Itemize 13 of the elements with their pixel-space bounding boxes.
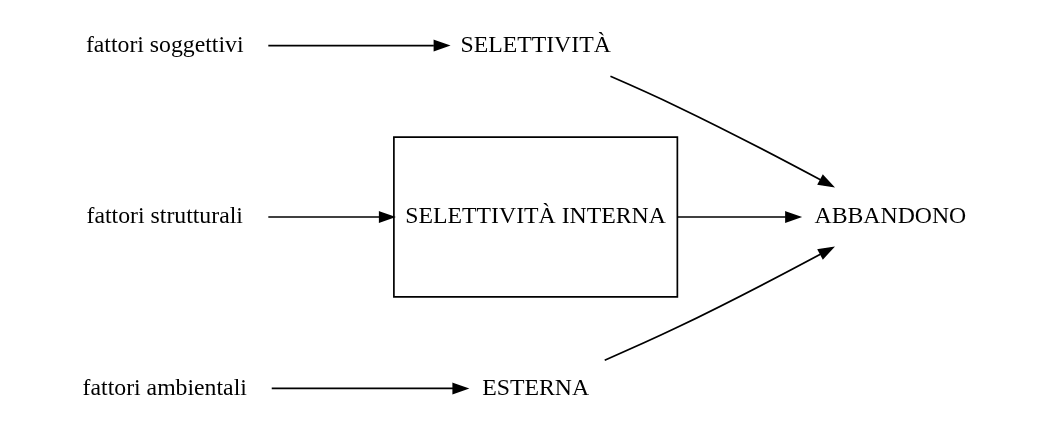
node-box: SELETTIVITÀ INTERNA [393, 136, 679, 298]
node-text: fattori ambientali [82, 373, 247, 400]
arrow [676, 211, 803, 223]
arrow [267, 211, 396, 223]
node-text: ESTERNA [482, 373, 590, 400]
arrow [267, 39, 451, 52]
arrow [603, 246, 835, 361]
arrow [270, 382, 470, 395]
node-text: fattori soggettivi [85, 30, 244, 57]
arrow [609, 75, 835, 188]
node-text: ABBANDONO [814, 202, 967, 229]
node-text: fattori strutturali [86, 202, 243, 229]
node-text: SELETTIVITÀ [460, 30, 611, 57]
